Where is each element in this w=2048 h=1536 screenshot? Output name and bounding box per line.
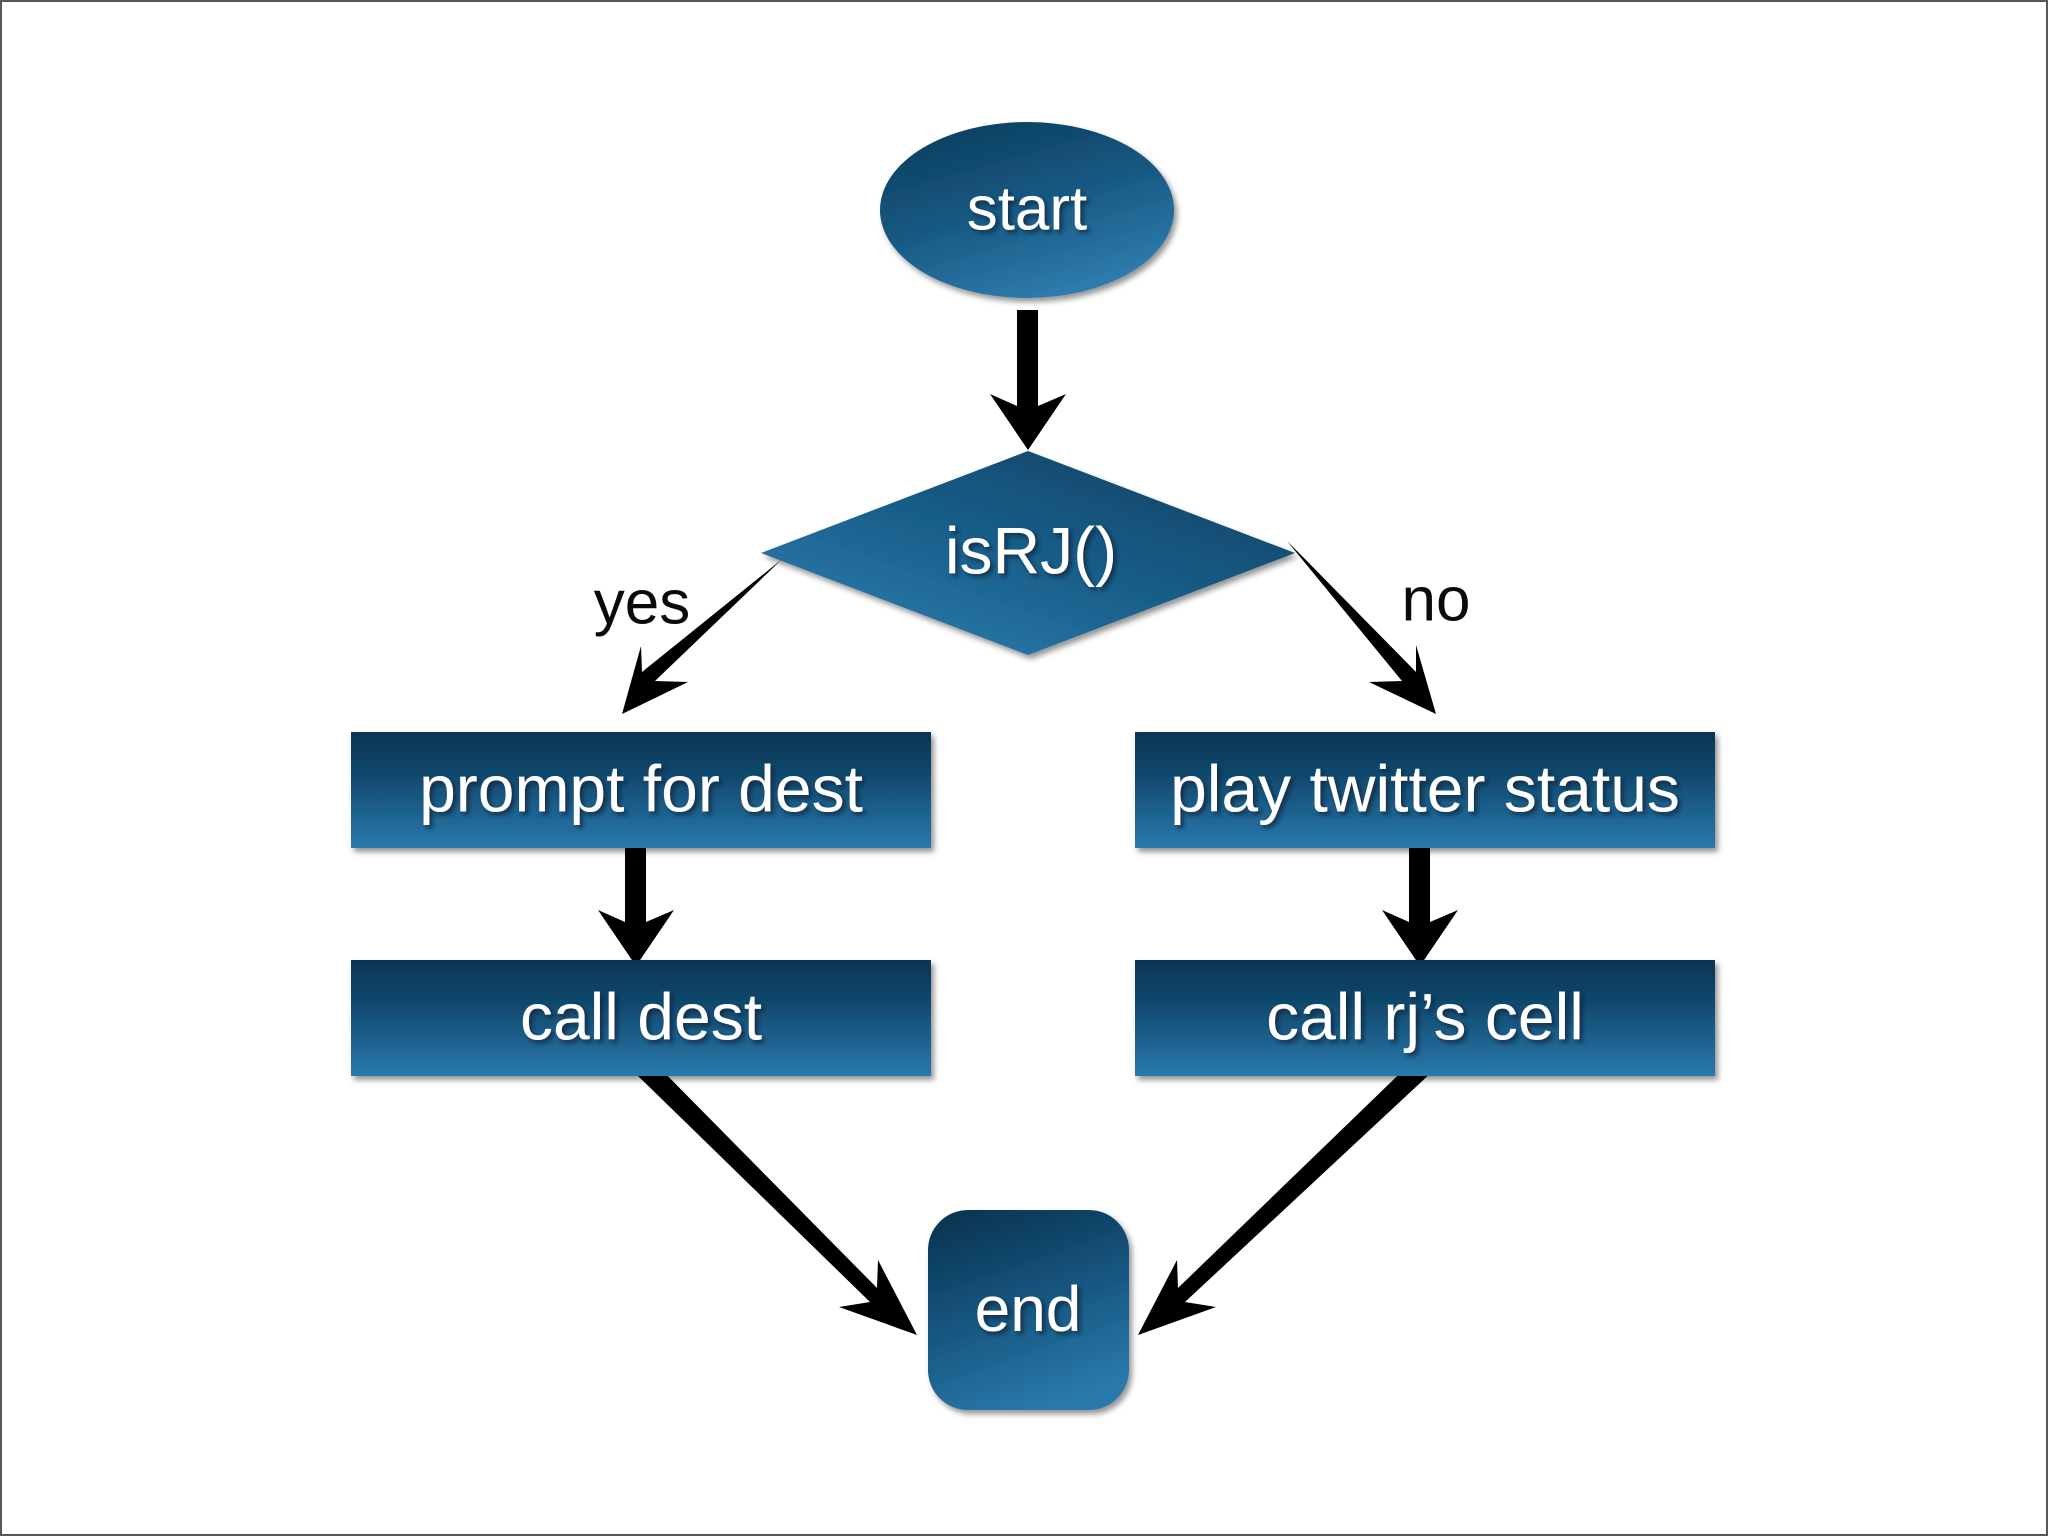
node-call-rjs-cell[interactable]: call rj’s cell [1135,960,1715,1076]
edge-label-no: no [1402,565,1471,634]
call-dest-shape[interactable] [351,960,931,1076]
prompt-for-dest-label: prompt for dest [419,751,863,825]
isrj-shape[interactable] [761,451,1295,655]
play-twitter-status-label: play twitter status [1170,751,1680,825]
edge-callrj-to-end [1138,1055,1433,1335]
end-label: end [975,1273,1082,1345]
end-shape[interactable] [928,1210,1129,1410]
node-isrj[interactable]: isRJ() [761,451,1295,655]
call-rjs-cell-shape[interactable] [1135,960,1715,1076]
node-call-dest[interactable]: call dest [351,960,931,1076]
edge-start-to-isrj [990,310,1066,450]
isrj-label: isRJ() [945,513,1117,587]
edge-isrj-to-play [1287,541,1436,714]
edge-play-to-callrj [1382,847,1458,966]
edge-calldest-to-end [633,1055,917,1335]
node-start[interactable]: start [880,122,1174,298]
start-shape[interactable] [880,122,1174,298]
node-end[interactable]: end [928,1210,1129,1410]
node-prompt-for-dest[interactable]: prompt for dest [351,732,931,848]
start-label: start [967,174,1088,243]
edge-label-yes: yes [594,568,690,637]
node-play-twitter-status[interactable]: play twitter status [1135,732,1715,848]
play-twitter-status-shape[interactable] [1135,732,1715,848]
call-dest-label: call dest [520,979,762,1053]
call-rjs-cell-label: call rj’s cell [1266,979,1584,1053]
prompt-for-dest-shape[interactable] [351,732,931,848]
edge-prompt-to-calldest [598,847,674,966]
